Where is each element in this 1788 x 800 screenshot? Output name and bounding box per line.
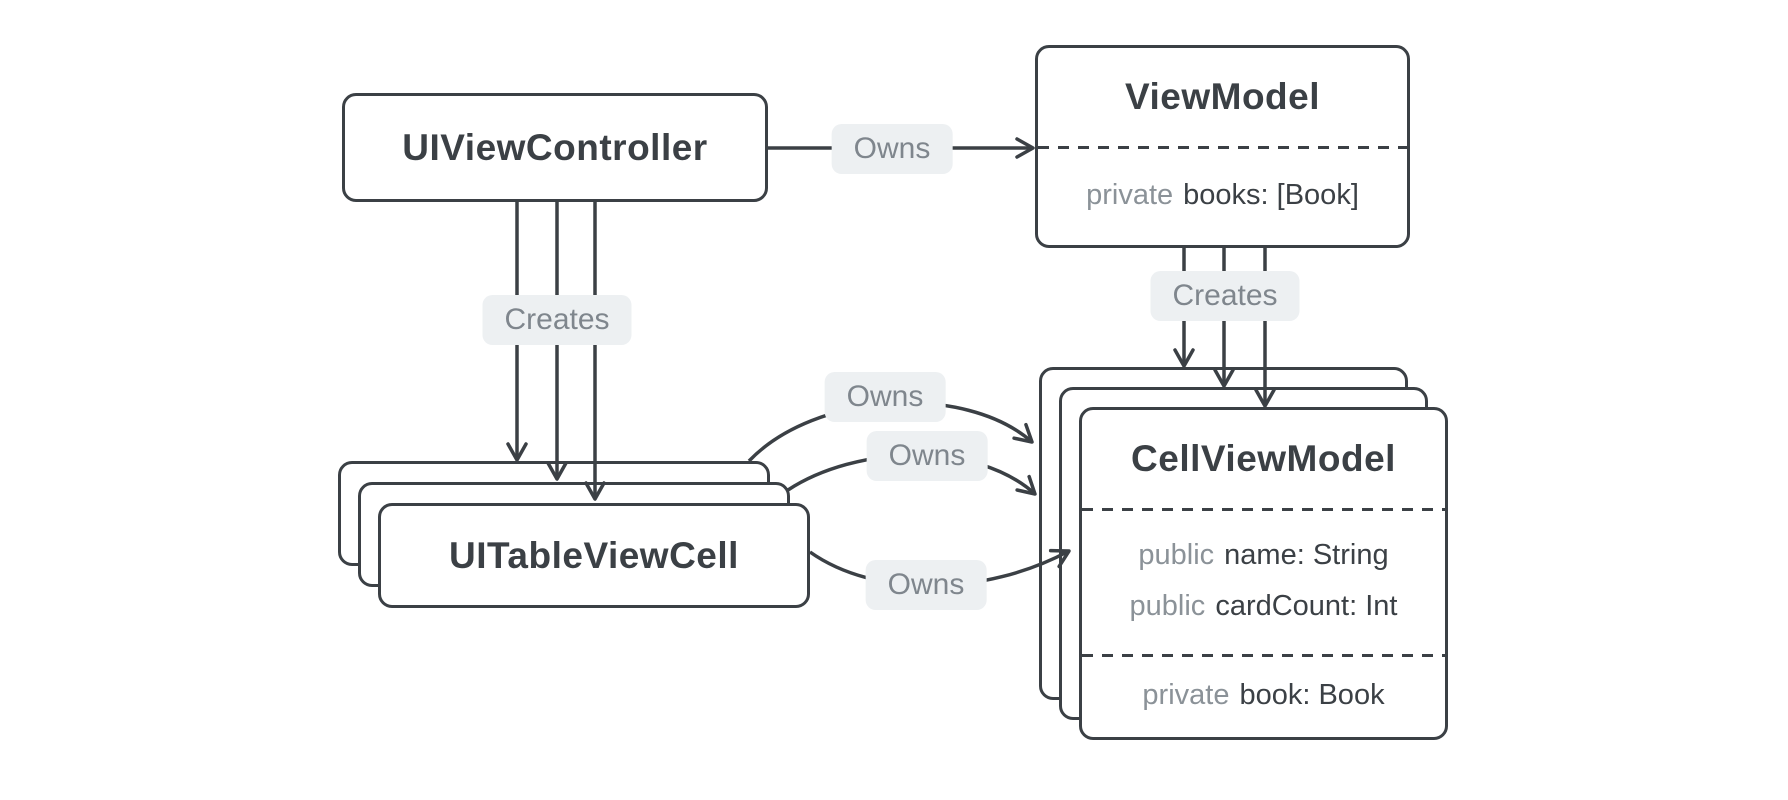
stack-layer-front: UITableViewCell (378, 503, 810, 608)
node-uiviewcontroller-title: UIViewController (402, 126, 708, 168)
node-uitableviewcell-title: UITableViewCell (449, 534, 739, 576)
property-row: public name: String (1138, 539, 1388, 572)
property-keyword: public (1129, 590, 1206, 622)
node-viewmodel-title: ViewModel (1124, 76, 1321, 117)
edge-label-owns-3: Owns (865, 560, 987, 610)
edge-label-owns-2: Owns (866, 431, 988, 481)
property-text: name: String (1224, 539, 1389, 571)
node-viewmodel: ViewModel private books: [Book] (1035, 45, 1410, 248)
stack-layer-front: CellViewModel public name: String public… (1079, 407, 1448, 740)
edge-label-owns-1: Owns (824, 372, 946, 422)
property-text: cardCount: Int (1215, 590, 1398, 622)
node-cellviewmodel-public-properties: public name: String public cardCount: In… (1082, 508, 1445, 654)
property-row: public cardCount: Int (1130, 590, 1398, 623)
property-keyword: private (1142, 679, 1230, 711)
node-viewmodel-properties: private books: [Book] (1038, 146, 1407, 245)
node-uiviewcontroller: UIViewController (342, 93, 768, 202)
edge-label-creates-cellviewmodels: Creates (1150, 271, 1300, 321)
property-text: book: Book (1239, 679, 1385, 711)
property-text: books: [Book] (1183, 179, 1359, 211)
edge-label-creates-cells: Creates (482, 295, 632, 345)
divider (1082, 508, 1445, 511)
property-row: private books: [Book] (1086, 179, 1359, 212)
node-cellviewmodel-stack: CellViewModel public name: String public… (1039, 367, 1448, 740)
property-row: private book: Book (1142, 679, 1384, 712)
edge-label-owns-viewmodel: Owns (831, 124, 953, 174)
divider (1082, 654, 1445, 657)
node-cellviewmodel-title: CellViewModel (1131, 438, 1396, 479)
property-keyword: private (1086, 179, 1174, 211)
node-cellviewmodel-private-properties: private book: Book (1082, 654, 1445, 737)
property-keyword: public (1138, 539, 1215, 571)
divider (1038, 146, 1407, 149)
node-uitableviewcell-stack: UITableViewCell (338, 461, 810, 608)
